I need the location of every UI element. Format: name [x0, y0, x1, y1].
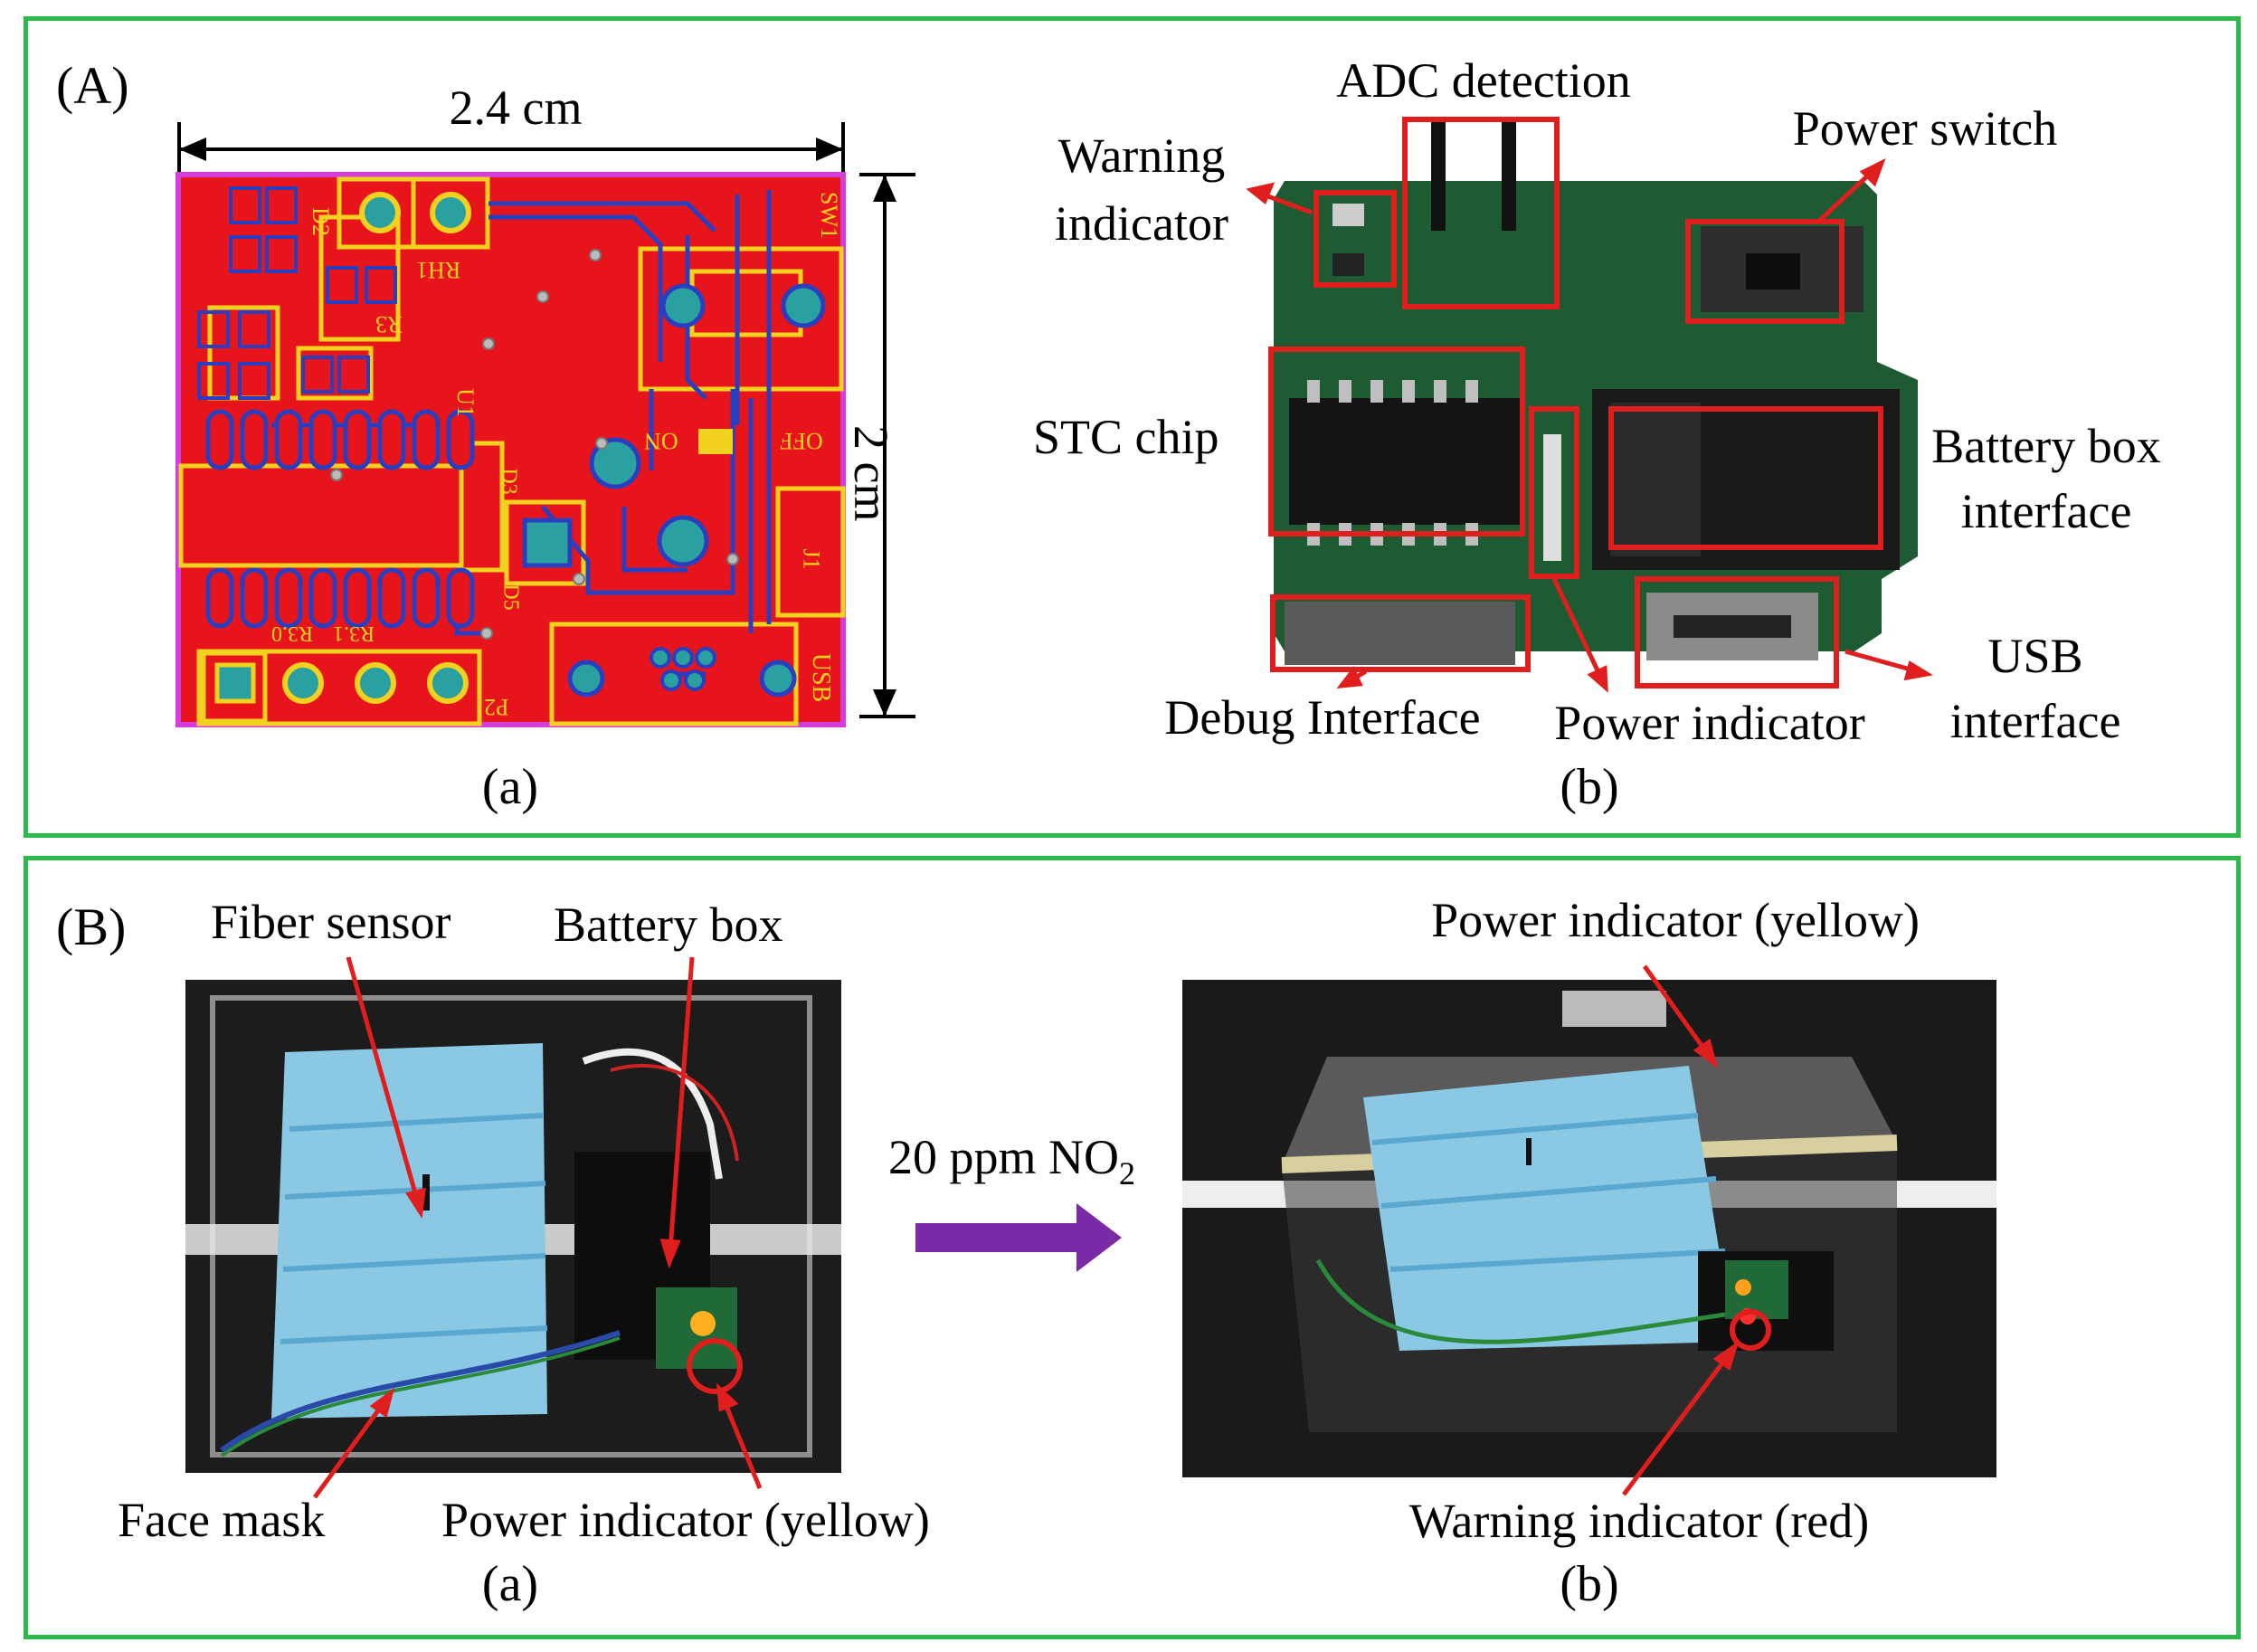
- label-battery-box: Battery box: [554, 897, 783, 952]
- panel-b: [24, 856, 2241, 1639]
- callout-adc-detection: ADC detection: [1336, 53, 1631, 108]
- panel-a-sub-b: (b): [1560, 759, 1619, 815]
- label-warning-indicator-right: Warning indicator (red): [1408, 1494, 1870, 1548]
- pcb-width-dimension: 2.4 cm: [449, 81, 583, 135]
- callout-warning-indicator-line2: indicator: [1055, 196, 1228, 251]
- arrow-label-no2-subscript: 2: [1119, 1154, 1135, 1192]
- arrow-label-no2-main: 20 ppm NO: [888, 1130, 1119, 1184]
- callout-warning-indicator-line1: Warning: [1057, 128, 1226, 183]
- photo-device-after: [1182, 980, 1996, 1477]
- label-face-mask: Face mask: [118, 1493, 326, 1547]
- panel-b-sub-b: (b): [1560, 1556, 1619, 1612]
- arrow-label-no2: 20 ppm NO2: [888, 1133, 1135, 1190]
- label-power-indicator-right: Power indicator (yellow): [1431, 893, 1920, 947]
- callout-battery-box-line1: Battery box: [1931, 419, 2161, 473]
- panel-a-sub-a: (a): [481, 759, 539, 815]
- panel-b-sub-a: (a): [481, 1556, 539, 1612]
- callout-power-indicator: Power indicator: [1554, 696, 1865, 750]
- callout-power-switch: Power switch: [1792, 101, 2058, 156]
- panel-a-tag: (A): [56, 56, 129, 115]
- label-fiber-sensor: Fiber sensor: [211, 895, 451, 949]
- callout-usb-line1: USB: [1987, 629, 2083, 683]
- label-power-indicator-left: Power indicator (yellow): [441, 1493, 930, 1547]
- callout-debug-interface: Debug Interface: [1164, 690, 1481, 745]
- callout-stc-chip: STC chip: [1033, 410, 1219, 464]
- callout-battery-box-line2: interface: [1960, 484, 2132, 538]
- photo-device-before: [185, 980, 841, 1473]
- panel-a: [24, 16, 2241, 838]
- callout-usb-line2: interface: [1949, 694, 2121, 748]
- panel-b-tag: (B): [56, 897, 127, 956]
